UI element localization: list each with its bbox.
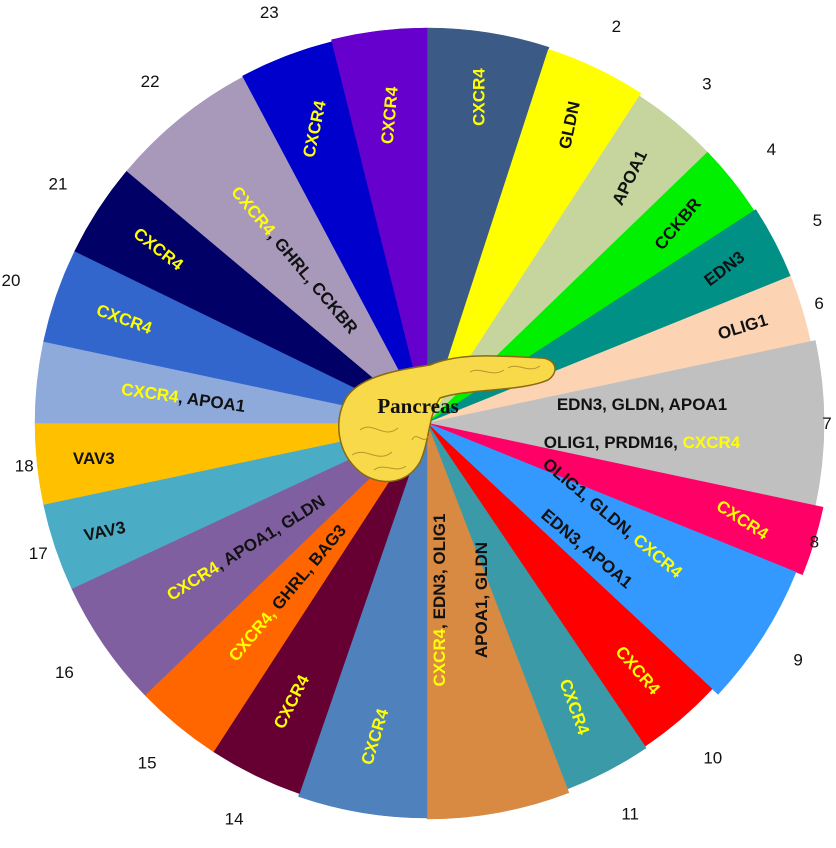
- segment-number-18: 18: [15, 456, 34, 475]
- segment-number-15: 15: [138, 754, 157, 773]
- segment-number-3: 3: [702, 75, 711, 94]
- wheel-slice-22: [126, 76, 428, 424]
- segment-number-16: 16: [55, 663, 74, 682]
- segment-number-9: 9: [793, 650, 802, 669]
- gene-text: EDN3, GLDN, APOA1: [557, 395, 727, 414]
- wheel-slice-12: [426, 422, 570, 820]
- segment-label-line: OLIG1, PRDM16, CXCR4: [544, 433, 741, 452]
- segment-label-18: VAV3: [73, 449, 115, 468]
- wheel-slice-8: [426, 422, 824, 576]
- gene-text: CXCR4: [378, 85, 402, 145]
- segment-label-line: VAV3: [73, 449, 115, 468]
- wheel-slice-7: [426, 340, 825, 506]
- pancreas-shape: [338, 355, 556, 483]
- segment-number-7: 7: [822, 414, 831, 433]
- gene-text: CXCR4: [470, 68, 489, 126]
- segment-label-line: CXCR4: [470, 68, 489, 126]
- segment-number-22: 22: [141, 72, 160, 91]
- wheel-slice-9: [426, 422, 797, 695]
- segment-number-2: 2: [612, 17, 621, 36]
- segment-number-20: 20: [2, 271, 21, 290]
- segment-label-line: EDN3, GLDN, APOA1: [557, 395, 727, 414]
- segment-label-line: CXCR4: [378, 85, 402, 145]
- wheel-slice-2: [426, 48, 642, 424]
- center-label: Pancreas: [377, 394, 458, 418]
- segment-label-1: CXCR4: [470, 68, 489, 126]
- gene-text: , EDN3, OLIG1: [430, 514, 449, 629]
- segment-number-11: 11: [621, 804, 639, 823]
- segment-label-12: CXCR4, EDN3, OLIG1 APOA1, GLDN: [430, 514, 491, 687]
- segment-label-line: CXCR4, EDN3, OLIG1: [430, 514, 449, 687]
- wheel-slice-24: [331, 27, 428, 424]
- segment-number-10: 10: [703, 749, 722, 768]
- segment-number-8: 8: [810, 532, 819, 551]
- segment-label-24: CXCR4: [378, 85, 402, 145]
- gene-text: OLIG1, PRDM16,: [544, 433, 683, 452]
- segment-number-14: 14: [225, 810, 244, 829]
- gene-text: VAV3: [73, 449, 115, 468]
- segment-number-12: 12: [498, 847, 517, 848]
- segment-number-5: 5: [813, 211, 822, 230]
- gene-text: CXCR4: [683, 433, 741, 452]
- pancreas-illustration: Pancreas: [338, 355, 556, 483]
- wheel-slice-13: [298, 422, 428, 819]
- gene-text: CXCR4: [430, 628, 449, 686]
- segment-number-21: 21: [49, 174, 68, 193]
- segment-number-4: 4: [767, 140, 776, 159]
- segment-label-line: APOA1, GLDN: [472, 542, 491, 658]
- segment-number-23: 23: [260, 3, 279, 22]
- segment-number-6: 6: [814, 294, 823, 313]
- pancreas-texture: [351, 365, 541, 471]
- segment-number-17: 17: [29, 544, 48, 563]
- gene-text: APOA1, GLDN: [472, 542, 491, 658]
